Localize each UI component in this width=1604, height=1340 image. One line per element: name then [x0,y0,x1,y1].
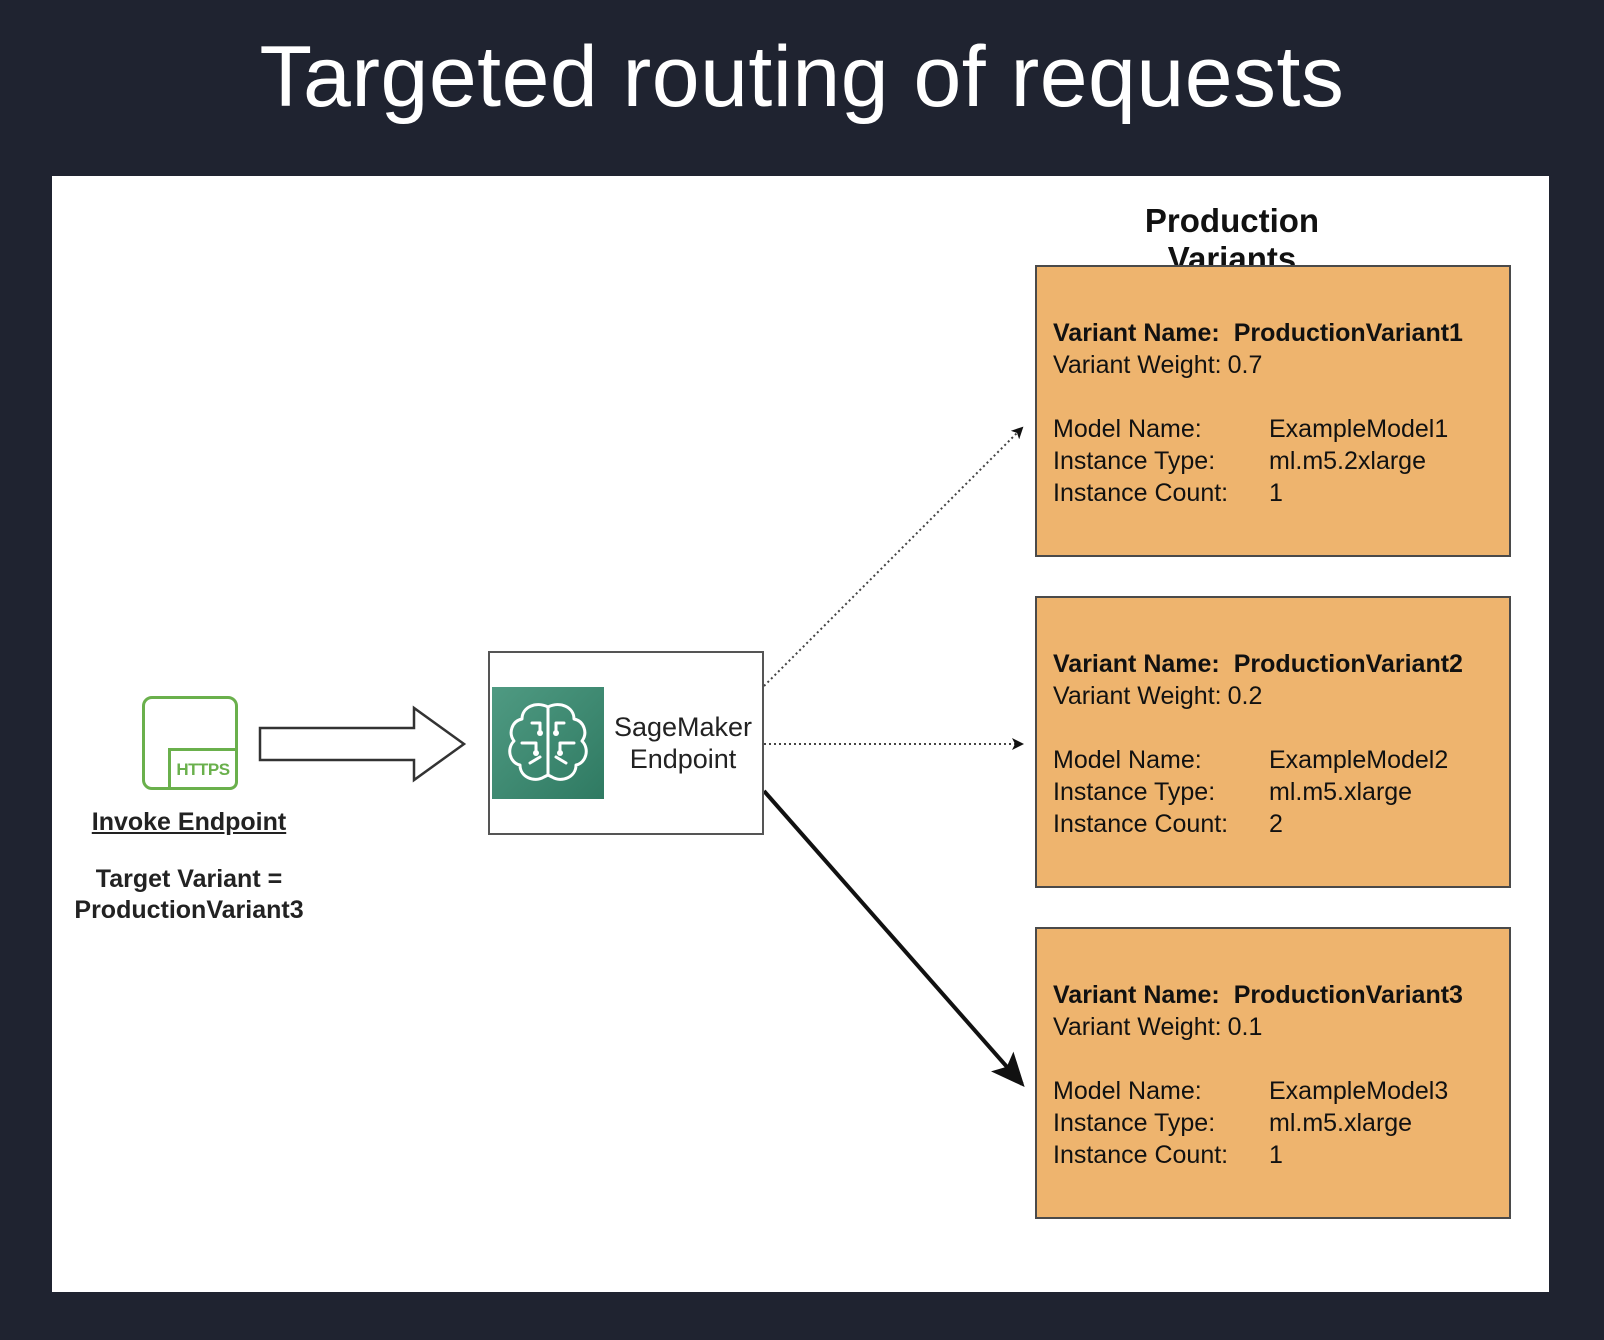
target-variant-line-2: ProductionVariant3 [74,896,304,924]
model-name-label: Model Name: [1053,746,1202,774]
variant-name-value: ProductionVariant3 [1233,981,1463,1009]
slide-title: Targeted routing of requests [259,29,1345,125]
invoke-arrow [258,705,467,783]
variant-weight-label: Variant Weight: [1053,351,1222,379]
sagemaker-endpoint-label: SageMaker Endpoint [608,711,758,775]
model-name-value: ExampleModel3 [1269,1077,1449,1105]
instance-count-label: Instance Count: [1053,810,1229,838]
instance-count-value: 1 [1269,479,1283,507]
variant-box-3: Variant Name: ProductionVariant3 Variant … [1035,927,1511,1219]
sagemaker-endpoint-node: SageMaker Endpoint [488,651,764,835]
variant-weight-label: Variant Weight: [1053,1013,1222,1041]
sagemaker-brain-icon [492,687,604,799]
model-name-value: ExampleModel1 [1269,415,1449,443]
instance-count-value: 2 [1269,810,1283,838]
variant-name-value: ProductionVariant1 [1233,319,1463,347]
variant-name-label: Variant Name: [1053,319,1220,347]
instance-type-label: Instance Type: [1053,1109,1216,1137]
route-arrow-variant-1 [763,426,1024,687]
https-icon-label: HTTPS [168,748,238,790]
model-name-label: Model Name: [1053,415,1202,443]
variant-weight-value: 0.7 [1227,351,1263,379]
instance-type-value: ml.m5.xlarge [1269,1109,1413,1137]
instance-count-label: Instance Count: [1053,479,1229,507]
instance-type-label: Instance Type: [1053,778,1216,806]
instance-count-value: 1 [1269,1141,1283,1169]
model-name-label: Model Name: [1053,1077,1202,1105]
endpoint-label-line-1: SageMaker [613,712,753,742]
instance-type-value: ml.m5.2xlarge [1269,447,1426,475]
variant-name-label: Variant Name: [1053,650,1220,678]
endpoint-label-line-2: Endpoint [629,744,737,774]
variant-name-value: ProductionVariant2 [1233,650,1463,678]
invoke-endpoint-label: Invoke Endpoint [91,808,287,836]
instance-type-value: ml.m5.xlarge [1269,778,1413,806]
instance-type-label: Instance Type: [1053,447,1216,475]
https-icon: HTTPS [142,696,238,790]
route-arrow-variant-3 [762,789,1025,1088]
variant-name-label: Variant Name: [1053,981,1220,1009]
variant-box-2: Variant Name: ProductionVariant2 Variant … [1035,596,1511,888]
variant-weight-label: Variant Weight: [1053,682,1222,710]
target-variant-line-1: Target Variant = [95,865,283,893]
diagram-panel: Production Variants HTTPS Invoke Endpoin… [52,176,1549,1292]
connector-arrows [258,426,1025,1088]
model-name-value: ExampleModel2 [1269,746,1449,774]
variant-weight-value: 0.1 [1227,1013,1263,1041]
variant-weight-value: 0.2 [1227,682,1263,710]
instance-count-label: Instance Count: [1053,1141,1229,1169]
variant-box-1: Variant Name: ProductionVariant1 Variant … [1035,265,1511,557]
target-variant-label: Target Variant = ProductionVariant3 [52,864,326,926]
